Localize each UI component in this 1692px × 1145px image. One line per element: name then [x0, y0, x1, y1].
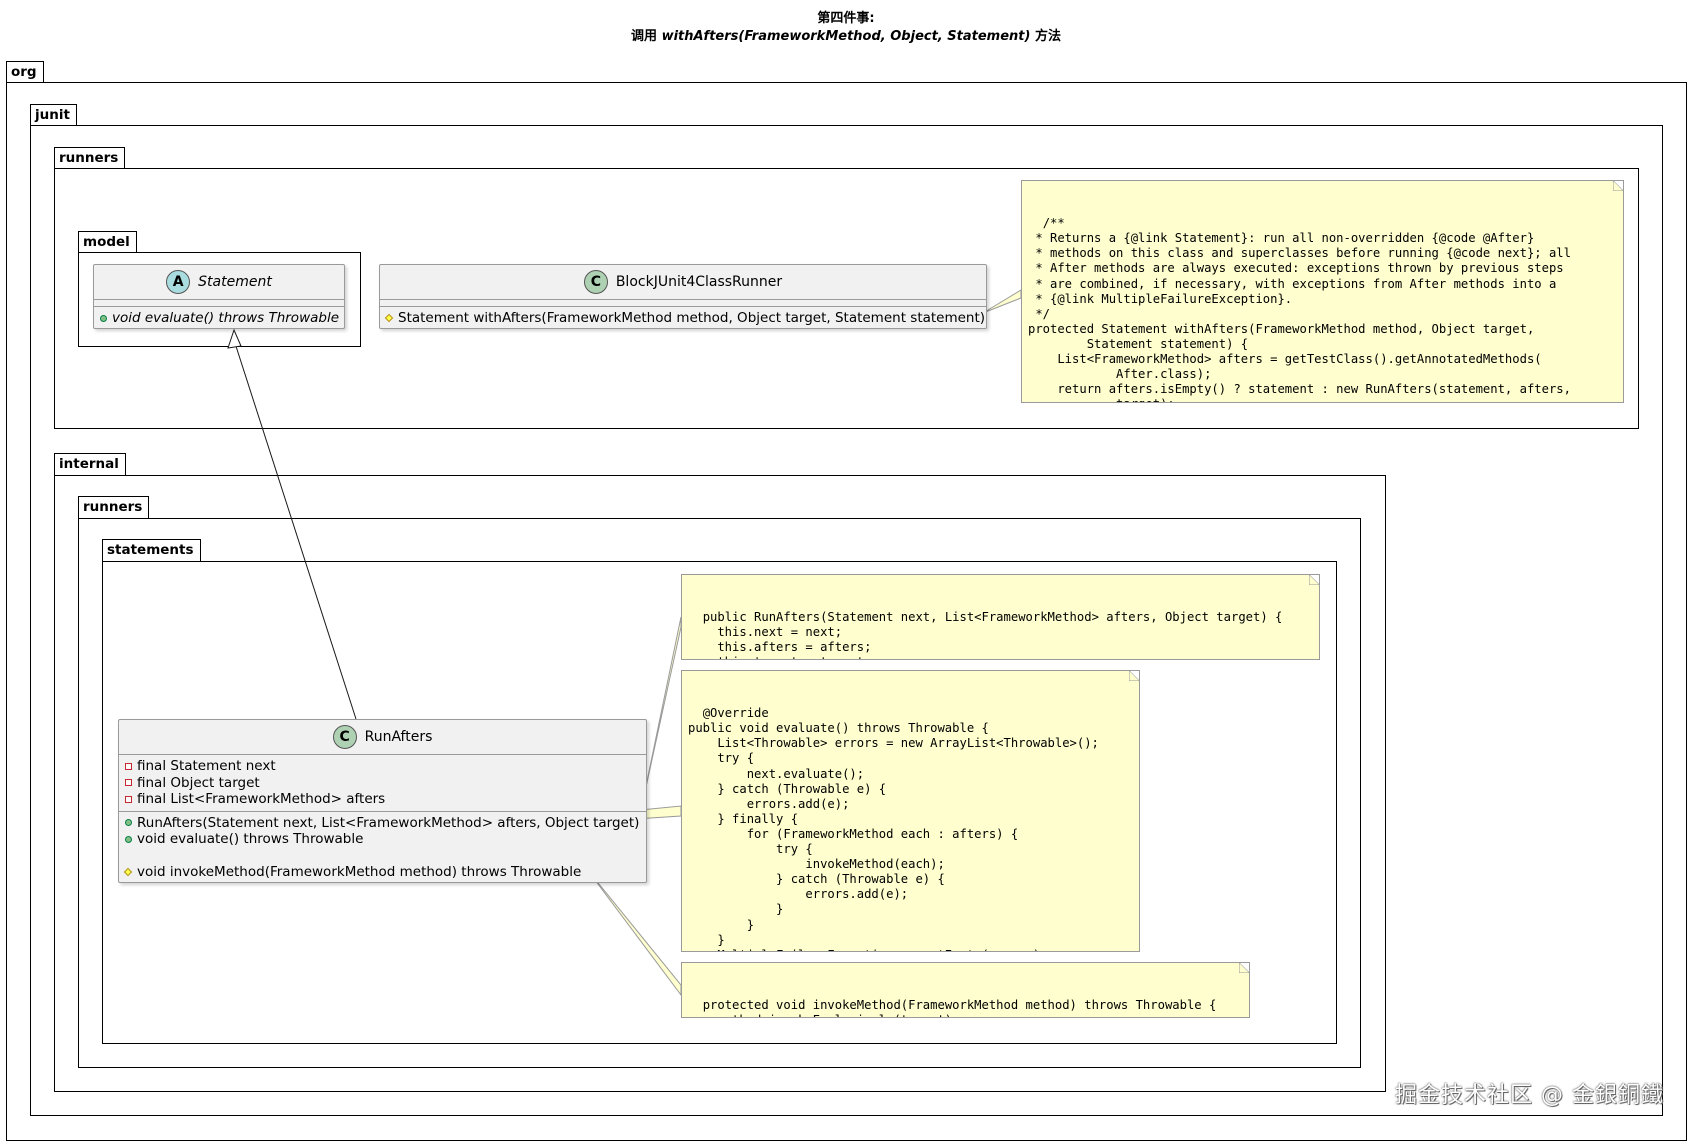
package-tab-runners: runners — [54, 147, 126, 169]
field-text: final List<FrameworkMethod> afters — [137, 791, 386, 807]
public-visibility-icon — [125, 835, 132, 843]
class-block-runner-methods: Statement withAfters(FrameworkMethod met… — [380, 307, 986, 330]
class-block-runner[interactable]: C BlockJUnit4ClassRunner Statement withA… — [379, 264, 987, 329]
class-statement-header: A Statement — [94, 265, 344, 300]
class-statement[interactable]: A Statement void evaluate() throws Throw… — [93, 264, 345, 329]
method-row: void evaluate() throws Throwable — [94, 310, 344, 327]
title-suffix: 方法 — [1030, 29, 1061, 44]
protected-visibility-icon — [123, 868, 133, 877]
note-evaluate-text: @Override public void evaluate() throws … — [688, 706, 1099, 951]
watermark: 掘金技术社区 @ 金銀銅鐵 — [1395, 1083, 1664, 1108]
note-with-afters: /** * Returns a {@link Statement}: run a… — [1021, 180, 1624, 403]
title-prefix: 调用 — [631, 29, 662, 44]
method-row: void evaluate() throws Throwable — [119, 831, 646, 848]
private-visibility-icon — [125, 762, 132, 770]
note-constructor-text: public RunAfters(Statement next, List<Fr… — [702, 610, 1283, 659]
title-line-2: 调用 withAfters(FrameworkMethod, Object, S… — [0, 28, 1692, 46]
package-internal — [54, 475, 1386, 1092]
package-internal-runners — [78, 518, 1361, 1068]
class-statement-fields — [94, 306, 344, 307]
package-org — [6, 82, 1687, 1141]
note-fold-icon — [1129, 671, 1139, 681]
public-visibility-icon — [100, 314, 107, 322]
note-fold-icon — [1239, 963, 1249, 973]
package-tab-junit: junit — [30, 104, 77, 126]
method-row: Statement withAfters(FrameworkMethod met… — [380, 310, 986, 327]
method-row: RunAfters(Statement next, List<Framework… — [119, 815, 646, 832]
package-tab-internal: internal — [54, 453, 126, 475]
class-run-afters-name: RunAfters — [364, 729, 433, 745]
protected-visibility-icon — [384, 314, 394, 323]
field-text: final Statement next — [137, 758, 276, 774]
package-model — [78, 252, 361, 347]
note-constructor: public RunAfters(Statement next, List<Fr… — [681, 574, 1320, 660]
abstract-class-icon: A — [166, 270, 191, 294]
class-block-runner-header: C BlockJUnit4ClassRunner — [380, 265, 986, 300]
class-icon: C — [332, 725, 357, 749]
private-visibility-icon — [125, 779, 132, 787]
package-tab-statements: statements — [102, 539, 201, 561]
title-line-1: 第四件事: — [817, 11, 875, 26]
public-visibility-icon — [125, 819, 132, 827]
diagram-title: 第四件事: 调用 withAfters(FrameworkMethod, Obj… — [0, 10, 1692, 46]
class-block-runner-name: BlockJUnit4ClassRunner — [615, 274, 783, 290]
private-visibility-icon — [125, 795, 132, 803]
note-fold-icon — [1613, 181, 1623, 191]
field-text: final Object target — [137, 774, 260, 791]
package-tab-internal-runners: runners — [78, 496, 150, 518]
class-run-afters-fields: final Statement next final Object target… — [119, 755, 646, 812]
method-text: void evaluate() throws Throwable — [137, 831, 364, 847]
package-tab-model: model — [78, 231, 137, 253]
method-text: Statement withAfters(FrameworkMethod met… — [398, 310, 986, 326]
method-spacer — [119, 848, 646, 865]
class-run-afters[interactable]: C RunAfters final Statement next final O… — [118, 719, 647, 883]
note-invoke-method: protected void invokeMethod(FrameworkMet… — [681, 962, 1250, 1018]
package-junit — [30, 125, 1663, 1116]
method-text: RunAfters(Statement next, List<Framework… — [137, 814, 640, 831]
class-block-runner-fields — [380, 306, 986, 307]
field-row: final List<FrameworkMethod> afters — [119, 791, 646, 808]
field-row: final Object target — [119, 775, 646, 792]
method-text: void evaluate() throws Throwable — [112, 310, 340, 326]
note-with-afters-text: /** * Returns a {@link Statement}: run a… — [1028, 216, 1571, 402]
class-statement-name: Statement — [198, 274, 272, 290]
method-row: void invokeMethod(FrameworkMethod method… — [119, 864, 646, 881]
note-evaluate: @Override public void evaluate() throws … — [681, 670, 1140, 952]
title-signature: withAfters(FrameworkMethod, Object, Stat… — [661, 29, 1031, 44]
class-statement-methods: void evaluate() throws Throwable — [94, 307, 344, 330]
class-run-afters-header: C RunAfters — [119, 720, 646, 755]
package-tab-org: org — [6, 61, 44, 83]
method-text: void invokeMethod(FrameworkMethod method… — [137, 864, 582, 880]
class-run-afters-methods: RunAfters(Statement next, List<Framework… — [119, 812, 646, 884]
note-invoke-method-text: protected void invokeMethod(FrameworkMet… — [702, 998, 1217, 1017]
field-row: final Statement next — [119, 758, 646, 775]
package-statements — [102, 561, 1337, 1044]
package-runners — [54, 168, 1639, 429]
class-icon: C — [583, 270, 608, 294]
note-fold-icon — [1309, 575, 1319, 585]
